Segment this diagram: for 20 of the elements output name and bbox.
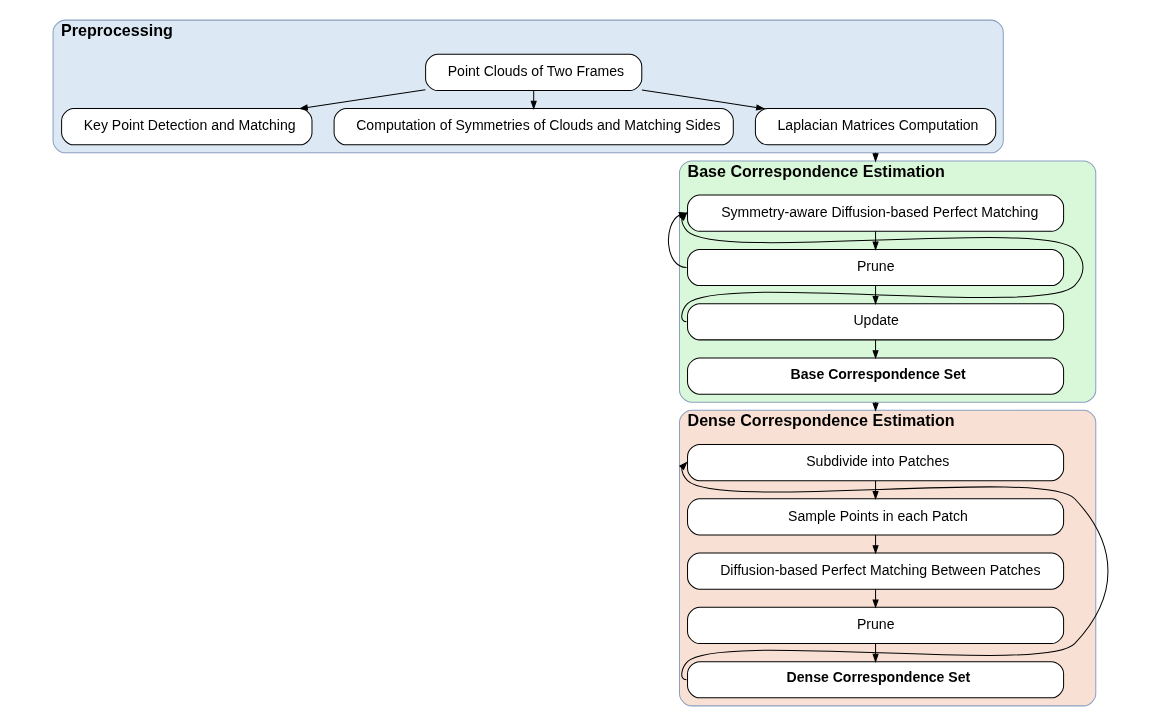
node-box: Sample Points in each Patch [687,498,1065,536]
node-box: Prune [687,248,1065,287]
arrow [298,89,426,111]
node-box: Update [687,303,1065,341]
node-box: Dense Correspondence Set [687,661,1065,699]
node-box: Base Correspondence Set [687,357,1065,395]
arrow [872,588,879,609]
node-box: Subdivide into Patches [687,443,1065,482]
node-box: Prune [687,606,1065,645]
arrow [530,90,537,110]
node-box: Computation of Symmetries of Clouds and Matching Sides [333,108,734,146]
node-box: Diffusion-based Perfect Matching Between Patches [687,552,1065,590]
node-box: Laplacian Matrices Computation [754,108,997,146]
node-box: Key Point Detection and Matching [61,108,313,146]
arrow [872,534,879,555]
node-box: Point Clouds of Two Frames [425,53,643,91]
arrow [872,339,879,360]
node-box: Symmetry-aware Diffusion-based Perfect Matching [687,194,1065,232]
arrow [872,401,879,412]
arrow [641,89,766,111]
